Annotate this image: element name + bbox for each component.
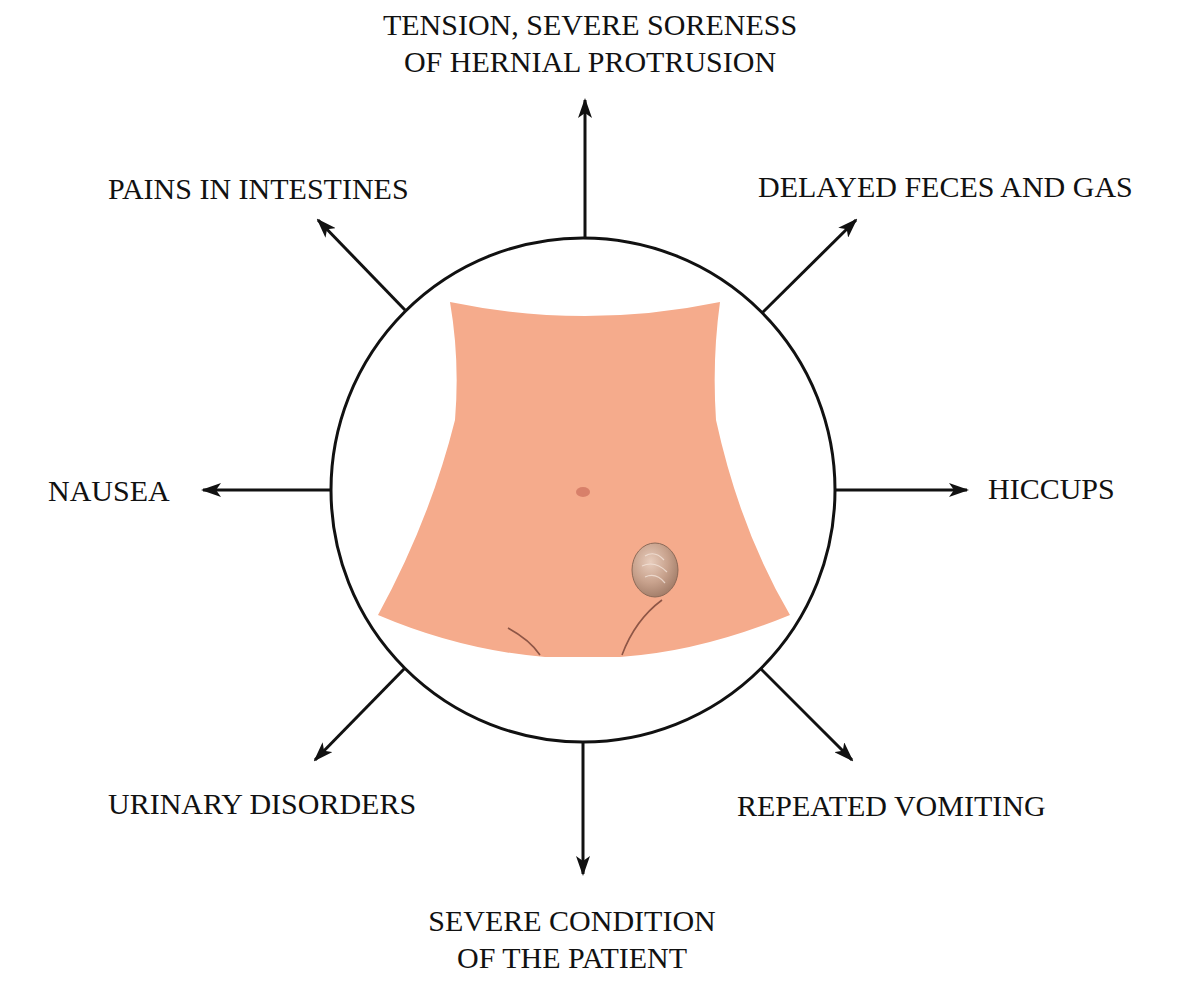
torso [378, 302, 790, 657]
arrow [582, 742, 585, 874]
hernia-bulge [632, 543, 678, 597]
groin-line [622, 600, 662, 655]
navel [576, 487, 590, 497]
frame-circle [331, 238, 835, 742]
symptom-label: HICCUPS [988, 470, 1115, 507]
symptom-label: NAUSEA [48, 472, 170, 509]
symptom-label: PAINS IN INTESTINES [108, 170, 409, 207]
groin-line [508, 628, 540, 655]
arrow [762, 220, 856, 313]
arrow [584, 100, 587, 238]
symptom-label: REPEATED VOMITING [737, 787, 1046, 824]
symptom-label: URINARY DISORDERS [108, 785, 416, 822]
arrow [760, 668, 852, 760]
symptom-label: TENSION, SEVERE SORENESS OF HERNIAL PROT… [370, 6, 810, 80]
arrow [203, 489, 331, 492]
arrow [318, 220, 405, 310]
arrow [835, 489, 967, 492]
symptom-label: DELAYED FECES AND GAS [758, 168, 1133, 205]
bulge-highlight [642, 554, 667, 583]
symptom-label: SEVERE CONDITION OF THE PATIENT [415, 902, 730, 976]
arrows [203, 100, 967, 874]
arrow [315, 668, 405, 760]
